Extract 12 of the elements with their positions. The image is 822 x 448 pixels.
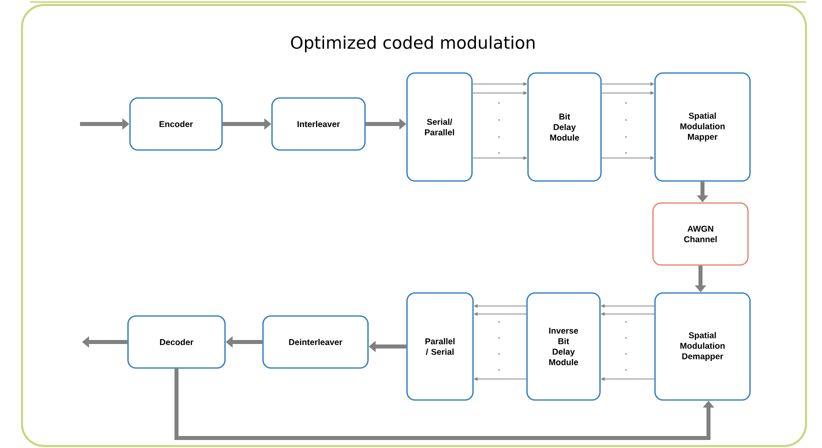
process-box: Inverse Bit Delay Module	[526, 292, 601, 401]
process-box: AWGN Channel	[652, 202, 749, 266]
process-box: Serial/ Parallel	[406, 72, 473, 182]
process-box: Interleaver	[271, 97, 366, 151]
process-box: Deinterleaver	[262, 315, 369, 369]
title: Optimized coded modulation	[291, 36, 534, 52]
process-box: Spatial Modulation Demapper	[654, 292, 751, 401]
process-box: Bit Delay Module	[527, 72, 602, 182]
process-box: Spatial Modulation Mapper	[654, 72, 751, 182]
process-box: Parallel / Serial	[406, 292, 474, 401]
process-box: Encoder	[129, 97, 223, 151]
process-box: Decoder	[127, 315, 226, 369]
